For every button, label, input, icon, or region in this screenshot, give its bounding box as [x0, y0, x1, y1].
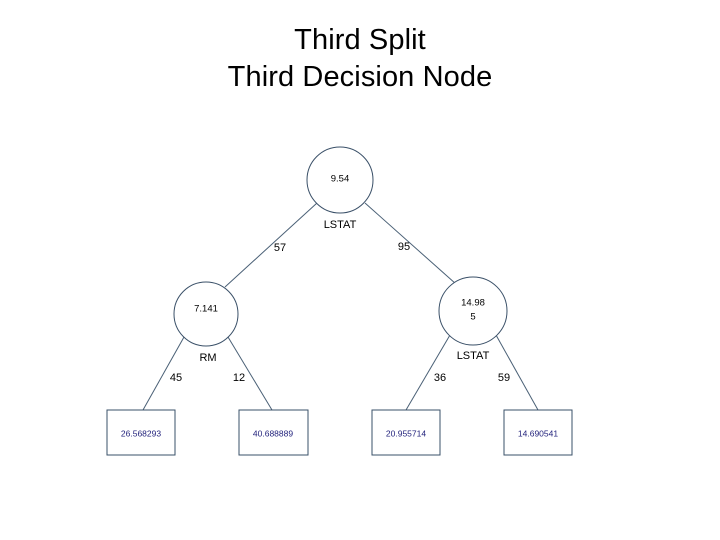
- right-node-circle[interactable]: [438, 276, 508, 346]
- root-right-edge-label: 95: [398, 241, 410, 253]
- leaf-node-box[interactable]: [503, 409, 573, 456]
- left-node-split-variable-label: RM: [199, 352, 216, 364]
- root-node-value: 9.54: [331, 174, 350, 185]
- edge-root-to-left: [224, 202, 318, 288]
- right-node-value-line2: 5: [470, 312, 475, 323]
- leaf-node-box[interactable]: [106, 409, 176, 456]
- right-node-left-edge-label: 36: [434, 372, 446, 384]
- left-node-value: 7.141: [194, 304, 218, 315]
- leaf-node-value: 14.690541: [518, 428, 558, 438]
- leaf-node-value: 40.688889: [253, 428, 293, 438]
- right-node-right-edge-label: 59: [498, 372, 510, 384]
- edge-left-to-leaf1: [142, 336, 185, 411]
- leaf-node-box[interactable]: [238, 409, 309, 456]
- right-node-split-variable-label: LSTAT: [457, 350, 490, 362]
- root-left-edge-label: 57: [274, 242, 286, 254]
- edge-right-to-leaf4: [495, 334, 539, 411]
- root-split-variable-label: LSTAT: [324, 219, 357, 231]
- left-node-circle[interactable]: [173, 281, 239, 347]
- root-node-circle[interactable]: [306, 146, 374, 214]
- title-line-2: Third Decision Node: [227, 61, 493, 93]
- leaf-node-box[interactable]: [371, 409, 441, 456]
- left-node-left-edge-label: 45: [170, 372, 182, 384]
- left-node-right-edge-label: 12: [233, 372, 245, 384]
- page-title: Third Split Third Decision Node: [60, 22, 660, 96]
- edge-left-to-leaf2: [227, 336, 273, 411]
- edge-right-to-leaf3: [405, 334, 451, 411]
- leaf-node-value: 26.568293: [121, 428, 161, 438]
- title-line-1: Third Split: [294, 24, 426, 56]
- leaf-node-value: 20.955714: [386, 428, 426, 438]
- edge-root-to-right: [364, 202, 457, 285]
- right-node-value-line1: 14.98: [461, 298, 485, 309]
